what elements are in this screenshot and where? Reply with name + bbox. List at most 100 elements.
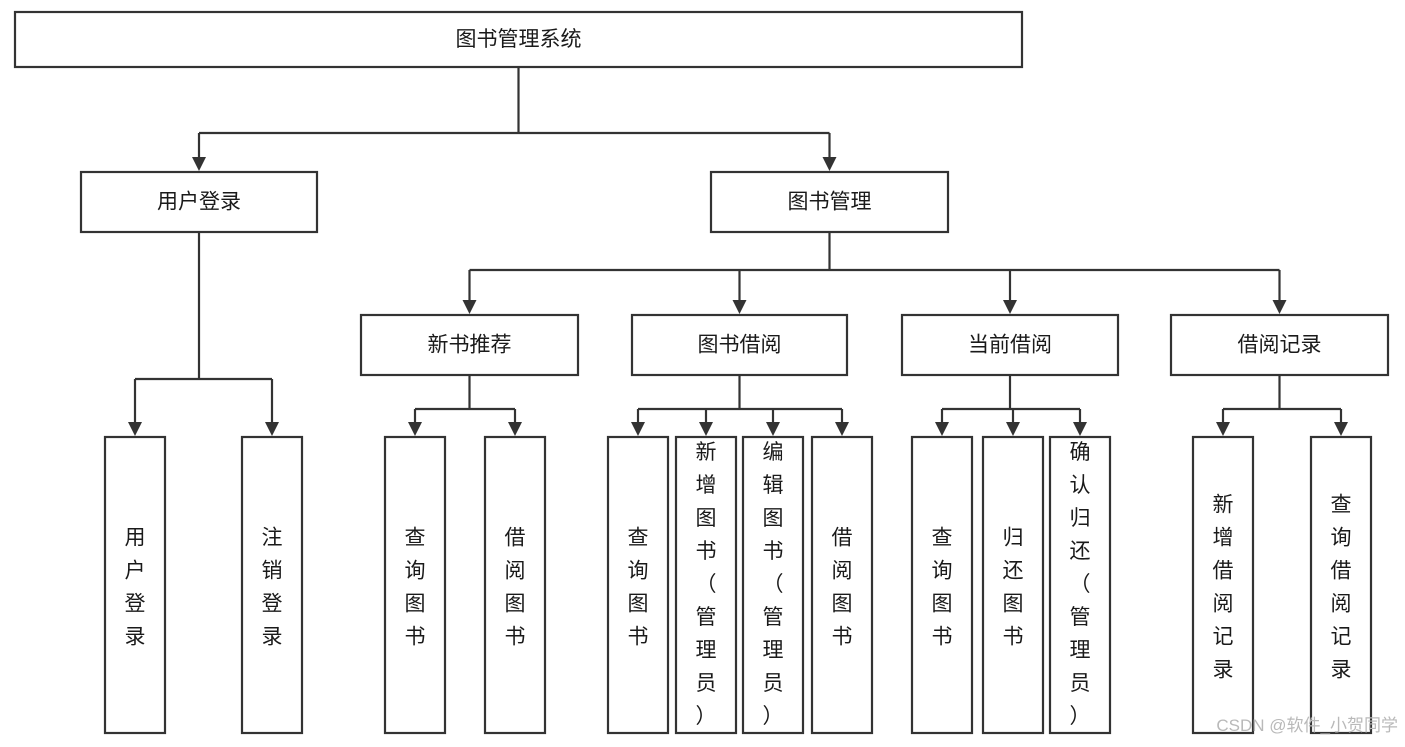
- leaf-node-11-char: 增: [1213, 527, 1234, 550]
- leaf-node-7-char: 图: [832, 593, 853, 616]
- leaf-node-10-rect[interactable]: [1048, 435, 1112, 735]
- leaf-node-8-char: 图: [932, 593, 953, 616]
- leaf-node-2-char: 询: [405, 560, 426, 583]
- leaf-node-9-rect[interactable]: [981, 435, 1045, 735]
- leaf-node-1-char: 销: [262, 560, 283, 583]
- arrow-head-icon: [1006, 422, 1020, 436]
- level3-node-3-label: 借阅记录: [1238, 334, 1322, 357]
- leaf-node-10-char: （: [1070, 573, 1091, 596]
- leaf-node-3-char: 阅: [505, 560, 526, 583]
- arrow-head-icon: [766, 422, 780, 436]
- leaf-node-6-char: 管: [763, 606, 784, 629]
- boxes-layer: 图书管理系统用户登录图书管理新书推荐图书借阅当前借阅借阅记录用户登录注销登录查询…: [13, 10, 1390, 735]
- csdn-watermark: CSDN @软件_小贺同学: [1216, 716, 1398, 735]
- arrow-head-icon: [1272, 300, 1287, 314]
- leaf-node-0[interactable]: 用户登录: [103, 435, 167, 735]
- leaf-node-0-rect[interactable]: [103, 435, 167, 735]
- root-node-system[interactable]: 图书管理系统: [13, 10, 1024, 69]
- level3-node-2-label: 当前借阅: [968, 334, 1052, 357]
- level3-node-1-label: 图书借阅: [698, 334, 782, 357]
- leaf-node-0-char: 录: [125, 626, 146, 649]
- level2-node-1[interactable]: 图书管理: [709, 170, 950, 234]
- arrow-head-icon: [1216, 422, 1230, 436]
- leaf-node-7-char: 借: [832, 527, 853, 550]
- level3-node-3[interactable]: 借阅记录: [1169, 313, 1390, 377]
- leaf-node-11-rect[interactable]: [1191, 435, 1255, 735]
- leaf-node-10-char: 理: [1070, 639, 1091, 662]
- leaf-node-12-rect[interactable]: [1309, 435, 1373, 735]
- level3-node-0-rect[interactable]: [359, 313, 580, 377]
- leaf-node-2-rect[interactable]: [383, 435, 447, 735]
- level3-node-0[interactable]: 新书推荐: [359, 313, 580, 377]
- leaf-node-7-char: 书: [832, 626, 853, 649]
- leaf-node-3-char: 图: [505, 593, 526, 616]
- arrow-head-icon: [462, 300, 477, 314]
- leaf-node-4-rect[interactable]: [606, 435, 670, 735]
- leaf-node-6-char: 图: [763, 507, 784, 530]
- leaf-node-4-char: 图: [628, 593, 649, 616]
- arrow-head-icon: [192, 157, 206, 171]
- leaf-node-8-rect[interactable]: [910, 435, 974, 735]
- root-node-system-rect[interactable]: [13, 10, 1024, 69]
- leaf-node-12-char: 查: [1331, 494, 1352, 517]
- leaf-node-3-rect[interactable]: [483, 435, 547, 735]
- leaf-node-10-char: 归: [1070, 507, 1091, 530]
- level2-node-0[interactable]: 用户登录: [79, 170, 319, 234]
- leaf-node-5-char: 书: [696, 540, 717, 563]
- arrow-head-icon: [699, 422, 713, 436]
- level2-node-0-rect[interactable]: [79, 170, 319, 234]
- leaf-node-5-char: 图: [696, 507, 717, 530]
- leaf-node-7-rect[interactable]: [810, 435, 874, 735]
- arrow-head-icon: [408, 422, 422, 436]
- leaf-node-6-rect[interactable]: [741, 435, 805, 735]
- root-node-system-label: 图书管理系统: [456, 28, 582, 51]
- leaf-node-5-char: 管: [696, 606, 717, 629]
- leaf-node-0-char: 户: [125, 560, 146, 583]
- leaf-node-5-rect[interactable]: [674, 435, 738, 735]
- leaf-node-5-char: 新: [696, 441, 717, 464]
- leaf-node-10-char: 还: [1070, 540, 1091, 563]
- arrow-head-icon: [935, 422, 949, 436]
- level3-node-2[interactable]: 当前借阅: [900, 313, 1120, 377]
- leaf-node-10-char: 员: [1070, 672, 1091, 695]
- leaf-node-6-char: 辑: [763, 474, 784, 497]
- connectors-layer: [128, 67, 1348, 436]
- leaf-node-2-char: 查: [405, 527, 426, 550]
- leaf-node-1-rect[interactable]: [240, 435, 304, 735]
- leaf-node-5-char: 员: [696, 672, 717, 695]
- leaf-node-6-char: ）: [763, 705, 784, 728]
- level3-node-3-rect[interactable]: [1169, 313, 1390, 377]
- level3-node-2-rect[interactable]: [900, 313, 1120, 377]
- level2-node-1-rect[interactable]: [709, 170, 950, 234]
- leaf-node-9-char: 归: [1003, 527, 1024, 550]
- leaf-node-10-char: 确: [1070, 441, 1091, 464]
- leaf-node-1-char: 登: [262, 593, 283, 616]
- leaf-node-8-char: 查: [932, 527, 953, 550]
- leaf-node-5-char: 增: [696, 474, 717, 497]
- arrow-head-icon: [631, 422, 645, 436]
- leaf-node-5-char: 理: [696, 639, 717, 662]
- level3-node-0-label: 新书推荐: [428, 334, 512, 357]
- leaf-node-5-char: ）: [696, 705, 717, 728]
- level3-node-1-rect[interactable]: [630, 313, 849, 377]
- level2-node-0-label: 用户登录: [157, 191, 241, 214]
- arrow-head-icon: [732, 300, 747, 314]
- leaf-node-4-char: 查: [628, 527, 649, 550]
- leaf-node-4-char: 书: [628, 626, 649, 649]
- level3-node-1[interactable]: 图书借阅: [630, 313, 849, 377]
- arrow-head-icon: [1003, 300, 1017, 314]
